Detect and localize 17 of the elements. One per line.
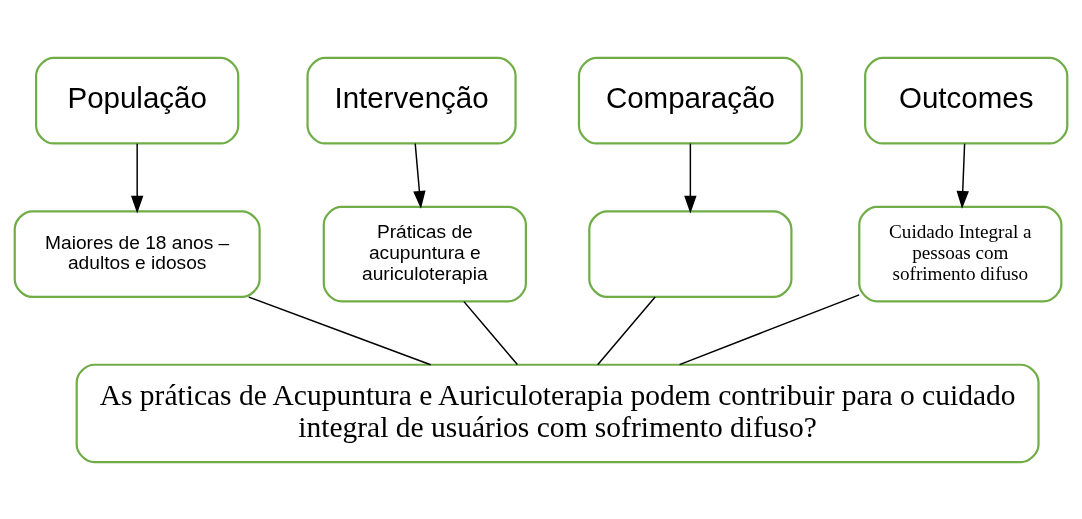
node-box: População	[35, 56, 240, 145]
node-box: As práticas de Acupuntura e Auriculoterapia podem contribuir para o cuidado integral de usuários com sofrimento difuso?	[75, 363, 1040, 463]
node-box: Maiores de 18 anos – adultos e idosos	[13, 209, 261, 298]
connector	[678, 293, 860, 365]
arrow	[130, 142, 144, 213]
node-box: Cuidado Integral a pessoas com sofrimento difuso	[858, 205, 1063, 302]
node-box: Intervenção	[306, 56, 517, 145]
arrow	[684, 142, 697, 213]
node-box: Práticas de acupuntura e auriculoterapia	[322, 205, 527, 302]
arrow	[413, 142, 426, 209]
node-box	[588, 209, 793, 298]
connector	[463, 300, 519, 365]
arrow	[956, 142, 969, 209]
connector	[596, 295, 656, 365]
connector	[248, 295, 432, 365]
node-box: Comparação	[577, 56, 803, 145]
node-box: Outcomes	[864, 56, 1069, 145]
